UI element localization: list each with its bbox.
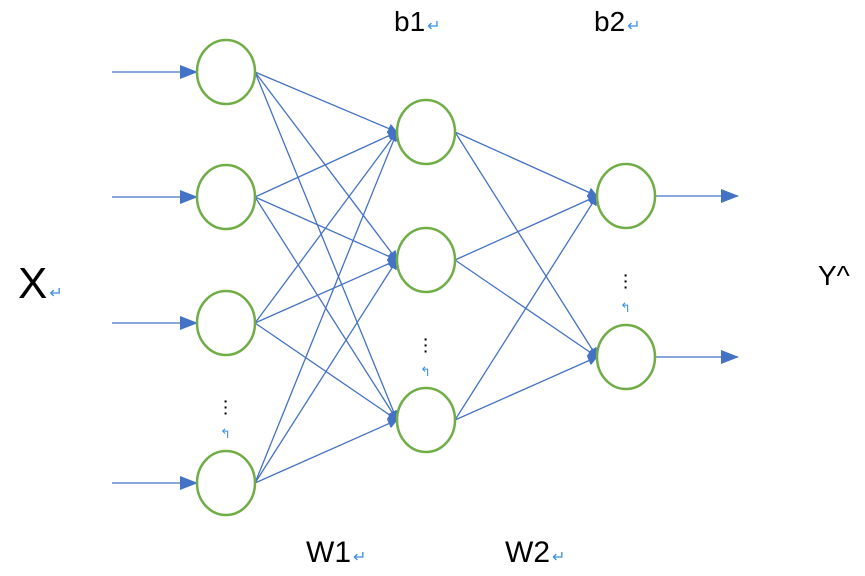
w2-edge [454,195,598,261]
w1-edge [254,259,398,324]
input-node [195,38,257,106]
w1-edge [254,71,398,261]
weight-label-w1: W1↵ [306,538,366,568]
w1-edge [254,71,398,134]
hidden-ellipsis-mark: ↰ [420,364,431,379]
hidden-node [395,386,457,454]
input-node [195,163,257,231]
w2-edge [454,131,598,358]
bias-label-b1: b1↵ [394,8,441,36]
w2-edge [454,356,598,421]
output-node [595,323,657,391]
bias-label-b2: b2↵ [594,8,641,36]
w1-edge [254,131,398,324]
w1-edge [254,131,399,484]
w1-edge [254,259,398,484]
output-node [595,162,657,230]
w1-edge [254,131,398,198]
input-ellipsis: ··· [223,393,229,421]
weight-label-w2: W2↵ [505,538,565,568]
b2-text: b2 [594,6,626,37]
w2-edge [454,131,598,197]
x-text: X [18,259,48,308]
w1-edge [254,419,398,484]
b1-text: b1 [394,6,426,37]
input-label-x: X↵ [18,262,63,306]
return-mark: ↵ [353,549,367,566]
return-mark: ↵ [627,18,641,35]
w2-edge [454,195,598,421]
hidden-node [395,98,457,166]
w2-text: W2 [505,536,550,569]
return-mark: ↵ [49,285,63,302]
w1-text: W1 [306,536,351,569]
return-mark: ↵ [427,18,441,35]
w1-edge [254,71,399,421]
output-ellipsis: ··· [623,267,629,295]
output-ellipsis-mark: ↰ [620,300,631,315]
output-label-y-hat: Y^ [818,260,850,291]
input-node [195,449,257,517]
input-ellipsis-mark: ↰ [220,426,231,441]
hidden-ellipsis: ··· [423,331,429,359]
return-mark: ↵ [552,549,566,566]
input-node [195,289,257,357]
hidden-node [395,226,457,294]
